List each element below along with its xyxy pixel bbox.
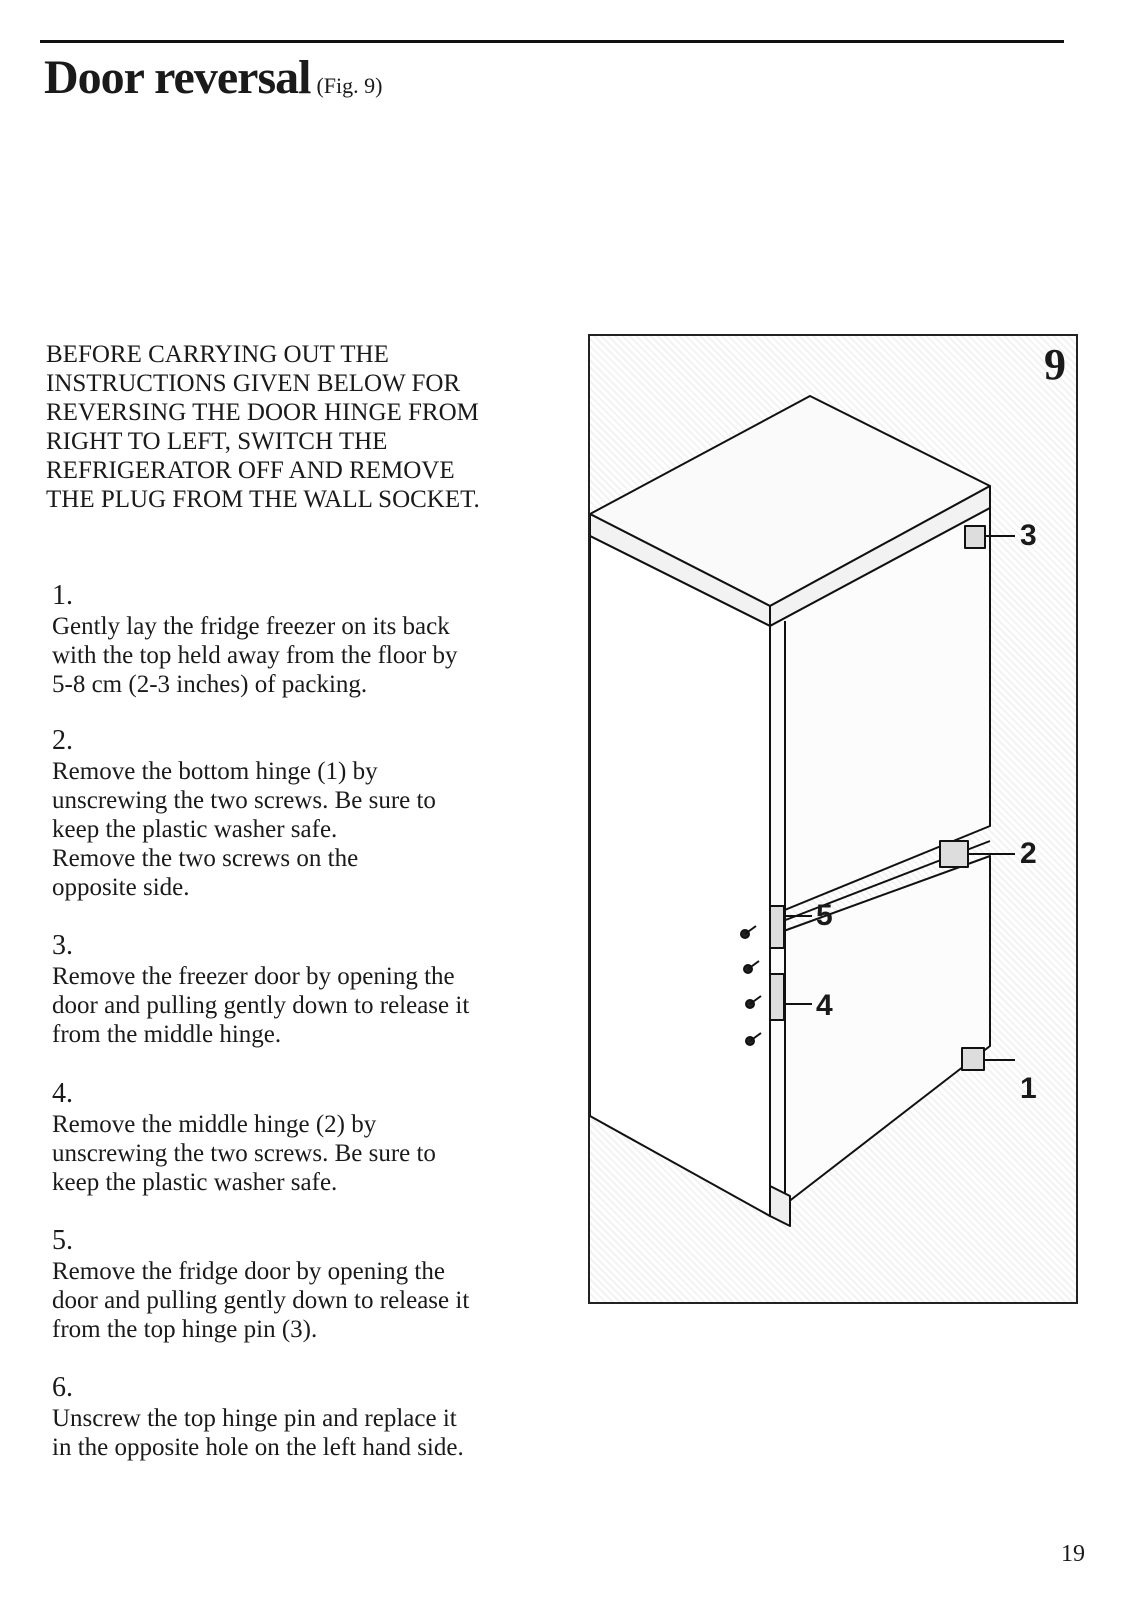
step-4: 4. Remove the middle hinge (2) by unscre… <box>52 1078 572 1197</box>
fridge-door <box>769 507 991 917</box>
fridge-freezer-drawing <box>590 395 1015 1227</box>
step-line: door and pulling gently down to release … <box>52 992 470 1019</box>
step-2: 2. Remove the bottom hinge (1) by unscre… <box>52 725 572 902</box>
title-text: Door reversal <box>44 51 311 104</box>
cabinet-base <box>769 1185 791 1227</box>
hinge-1 <box>961 1047 985 1071</box>
step-number: 3. <box>52 930 73 961</box>
warning-line: REVERSING THE DOOR HINGE FROM <box>46 399 479 426</box>
callout-1: 1 <box>1020 1072 1037 1105</box>
step-number: 1. <box>52 580 73 611</box>
warning-line: INSTRUCTIONS GIVEN BELOW FOR <box>46 370 461 397</box>
step-line: Remove the two screws on the <box>52 845 359 872</box>
callout-4: 4 <box>816 989 833 1022</box>
step-number: 4. <box>52 1078 73 1109</box>
step-line: 5-8 cm (2-3 inches) of packing. <box>52 671 368 698</box>
warning-line: BEFORE CARRYING OUT THE <box>46 341 389 368</box>
step-5: 5. Remove the fridge door by opening the… <box>52 1225 572 1344</box>
step-line: with the top held away from the floor by <box>52 642 458 669</box>
freezer-door <box>769 855 991 1217</box>
step-line: unscrewing the two screws. Be sure to <box>52 787 436 814</box>
step-line: unscrewing the two screws. Be sure to <box>52 1140 436 1167</box>
step-line: door and pulling gently down to release … <box>52 1287 470 1314</box>
step-line: Unscrew the top hinge pin and replace it <box>52 1405 457 1432</box>
safety-warning: BEFORE CARRYING OUT THE INSTRUCTIONS GIV… <box>46 340 566 514</box>
step-number: 6. <box>52 1372 73 1403</box>
step-line: Gently lay the fridge freezer on its bac… <box>52 613 450 640</box>
top-rule <box>40 40 1064 43</box>
step-line: Remove the middle hinge (2) by <box>52 1111 377 1138</box>
callout-5: 5 <box>816 899 833 932</box>
step-1: 1. Gently lay the fridge freezer on its … <box>52 580 572 699</box>
page-number: 19 <box>1061 1541 1085 1567</box>
page-title: Door reversal(Fig. 9) <box>44 48 382 116</box>
step-line: opposite side. <box>52 874 190 901</box>
step-number: 5. <box>52 1225 73 1256</box>
hinge-5 <box>769 905 785 949</box>
step-line: in the opposite hole on the left hand si… <box>52 1434 464 1461</box>
hinge-2 <box>939 840 969 868</box>
hinge-3 <box>964 525 986 549</box>
callout-2: 2 <box>1020 837 1037 870</box>
figure-number: 9 <box>1044 340 1066 389</box>
step-line: from the middle hinge. <box>52 1021 282 1048</box>
screws <box>740 925 762 1046</box>
warning-line: REFRIGERATOR OFF AND REMOVE <box>46 457 455 484</box>
step-line: Remove the fridge door by opening the <box>52 1258 445 1285</box>
step-3: 3. Remove the freezer door by opening th… <box>52 930 572 1049</box>
hinge-4 <box>769 973 785 1021</box>
warning-line: THE PLUG FROM THE WALL SOCKET. <box>46 486 480 513</box>
figure-reference: (Fig. 9) <box>316 73 383 98</box>
step-6: 6. Unscrew the top hinge pin and replace… <box>52 1372 572 1462</box>
step-line: Remove the freezer door by opening the <box>52 963 455 990</box>
figure-9-illustration: 9 1 2 3 4 5 <box>588 334 1078 1304</box>
step-line: keep the plastic washer safe. <box>52 1169 338 1196</box>
step-line: keep the plastic washer safe. <box>52 816 338 843</box>
cabinet-side <box>590 535 771 1217</box>
warning-line: RIGHT TO LEFT, SWITCH THE <box>46 428 388 455</box>
step-line: Remove the bottom hinge (1) by <box>52 758 378 785</box>
callout-3: 3 <box>1020 519 1037 552</box>
step-number: 2. <box>52 725 73 756</box>
step-line: from the top hinge pin (3). <box>52 1316 318 1343</box>
